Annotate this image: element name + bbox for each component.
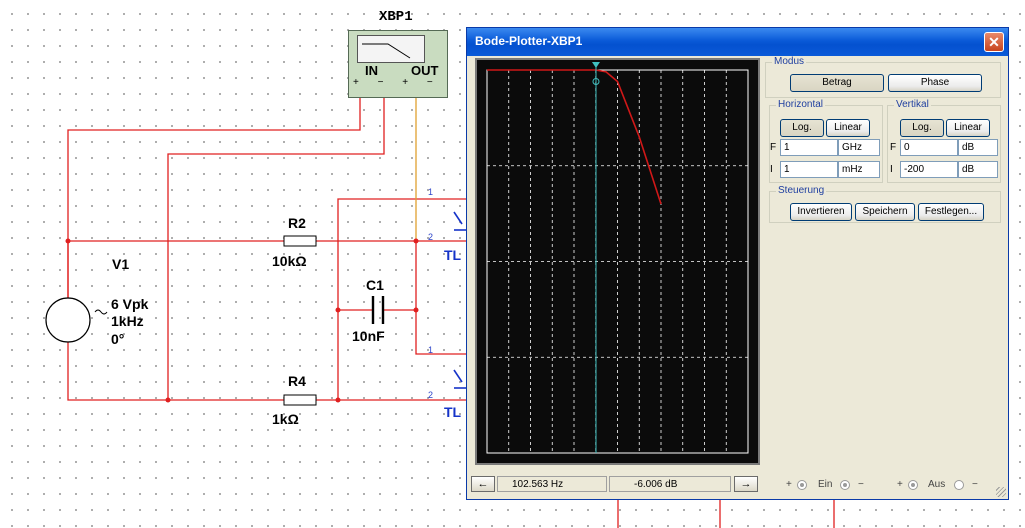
- r4-name: R4: [288, 373, 306, 389]
- steuerung-group: Steuerung Invertieren Speichern Festlege…: [769, 185, 1001, 223]
- ein-label: Ein: [818, 479, 833, 490]
- v1-frequency: 1kHz: [111, 313, 144, 329]
- v1-amplitude: 6 Vpk: [111, 296, 149, 312]
- speichern-button[interactable]: Speichern: [855, 203, 915, 221]
- modus-title: Modus: [772, 56, 807, 67]
- bode-plotter-window[interactable]: Bode-Plotter-XBP1 ✕ Modus Betrag Phase H…: [466, 27, 1009, 500]
- aus-label: Aus: [928, 479, 946, 490]
- cursor-point: [592, 78, 600, 86]
- bode-in-label: IN: [365, 63, 378, 78]
- window-title: Bode-Plotter-XBP1: [475, 34, 583, 48]
- close-icon[interactable]: ✕: [984, 32, 1004, 52]
- resize-grip-icon[interactable]: [996, 487, 1006, 497]
- horizontal-title: Horizontal: [776, 99, 826, 110]
- horizontal-initial-unit[interactable]: mHz: [838, 161, 880, 178]
- bode-plot-svg: [486, 62, 749, 454]
- vertikal-f-label: F: [890, 142, 897, 153]
- v1-name: V1: [112, 256, 130, 272]
- vertikal-log-button[interactable]: Log.: [900, 119, 944, 137]
- probe-label-top: TL: [444, 247, 462, 263]
- pin-number: 2: [428, 232, 434, 242]
- pin-number: 2: [428, 390, 434, 400]
- probe-label-bottom: TL: [444, 404, 462, 420]
- betrag-button[interactable]: Betrag: [790, 74, 884, 92]
- vertikal-title: Vertikal: [894, 99, 931, 110]
- c1-value: 10nF: [352, 328, 385, 344]
- r4-value: 1kΩ: [272, 411, 299, 427]
- bode-terminals: + − + −: [353, 77, 441, 88]
- bode-icon-screen: [357, 35, 425, 63]
- modus-group: Modus Betrag Phase: [765, 56, 1001, 98]
- cursor-marker: [591, 62, 600, 68]
- horizontal-linear-button[interactable]: Linear: [826, 119, 870, 137]
- cursor-status-bar: ← 102.563 Hz -6.006 dB →: [471, 475, 758, 493]
- cursor-left-button[interactable]: ←: [471, 476, 495, 492]
- bode-out-label: OUT: [411, 63, 439, 78]
- horizontal-final-unit[interactable]: GHz: [838, 139, 880, 156]
- horizontal-i-label: I: [770, 164, 773, 175]
- vertikal-initial-field[interactable]: -200: [900, 161, 958, 178]
- ein-plus-label: +: [786, 479, 792, 490]
- pin-number: 1: [428, 187, 434, 197]
- aus-minus-label: −: [972, 479, 978, 490]
- vertikal-linear-button[interactable]: Linear: [946, 119, 990, 137]
- ein-plus-terminal[interactable]: [797, 480, 807, 490]
- bode-plotter-icon[interactable]: IN OUT + − + −: [348, 30, 448, 98]
- plot-grid: [486, 69, 749, 454]
- aus-minus-terminal[interactable]: [954, 480, 964, 490]
- vertikal-final-field[interactable]: 0: [900, 139, 958, 156]
- vertikal-group: Vertikal Log. Linear F 0 dB I -200 dB: [887, 99, 1001, 183]
- festlegen-button[interactable]: Festlegen...: [918, 203, 984, 221]
- phase-button[interactable]: Phase: [888, 74, 982, 92]
- vertikal-final-unit[interactable]: dB: [958, 139, 998, 156]
- cursor-right-button[interactable]: →: [734, 476, 758, 492]
- horizontal-group: Horizontal Log. Linear F 1 GHz I 1 mHz: [769, 99, 883, 183]
- magnitude-trace: [487, 69, 662, 205]
- invertieren-button[interactable]: Invertieren: [790, 203, 852, 221]
- aus-plus-terminal[interactable]: [908, 480, 918, 490]
- frequency-readout: 102.563 Hz: [497, 476, 607, 492]
- ein-minus-label: −: [858, 479, 864, 490]
- r2-name: R2: [288, 215, 306, 231]
- instrument-name-label: XBP1: [379, 9, 413, 25]
- steuerung-title: Steuerung: [776, 185, 827, 196]
- horizontal-final-field[interactable]: 1: [780, 139, 838, 156]
- horizontal-f-label: F: [770, 142, 777, 153]
- pin-number: 1: [428, 345, 434, 355]
- ein-minus-terminal[interactable]: [840, 480, 850, 490]
- horizontal-initial-field[interactable]: 1: [780, 161, 838, 178]
- c1-name: C1: [366, 277, 384, 293]
- vertikal-initial-unit[interactable]: dB: [958, 161, 998, 178]
- window-titlebar[interactable]: Bode-Plotter-XBP1 ✕: [467, 28, 1008, 56]
- bode-plot[interactable]: [475, 58, 760, 465]
- r2-value: 10kΩ: [272, 253, 307, 269]
- gain-readout: -6.006 dB: [609, 476, 731, 492]
- aus-plus-label: +: [897, 479, 903, 490]
- v1-phase: 0°: [111, 331, 125, 347]
- vertikal-i-label: I: [890, 164, 893, 175]
- horizontal-log-button[interactable]: Log.: [780, 119, 824, 137]
